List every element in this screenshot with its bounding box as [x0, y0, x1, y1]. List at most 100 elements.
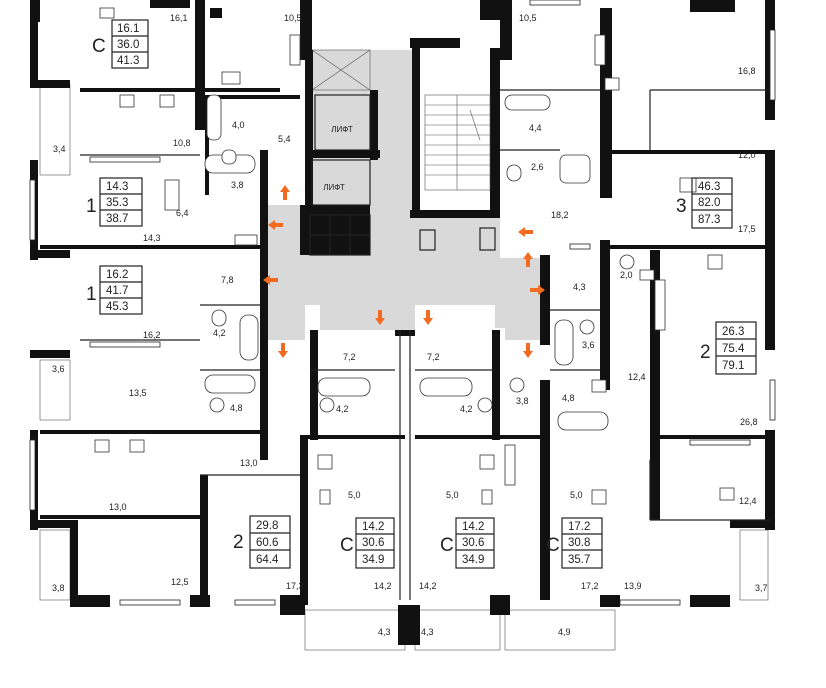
- room-area: 16,2: [143, 330, 161, 340]
- lift-shaft-1: ЛИФТ: [314, 94, 371, 151]
- arrow-left-icon: [518, 227, 533, 237]
- apartment-bc3-box[interactable]: С 17.2 30.8 35.7: [546, 517, 603, 569]
- room-area: 4,3: [421, 627, 434, 637]
- apartment-type: 1: [86, 196, 97, 217]
- room-area: 10,5: [519, 13, 537, 23]
- arrow-down-icon: [423, 310, 433, 325]
- room-area: 4,8: [562, 393, 575, 403]
- room-area: 5,0: [446, 490, 459, 500]
- room-area: 5,4: [278, 134, 291, 144]
- room-area: 18,2: [551, 210, 569, 220]
- room-area: 17,2: [581, 581, 599, 591]
- room-area: 10,8: [173, 138, 191, 148]
- room-area: 3,8: [516, 396, 529, 406]
- room-area: 5,0: [348, 490, 361, 500]
- arrow-down-icon: [523, 343, 533, 358]
- room-area: 5,0: [570, 490, 583, 500]
- lift-label-1: ЛИФТ: [331, 125, 353, 134]
- apartment-total-with-balcony: 41.3: [117, 55, 139, 67]
- room-area: 7,2: [427, 352, 440, 362]
- apartment-total-area: 30.6: [362, 537, 384, 549]
- apartment-bc1-box[interactable]: С 14.2 30.6 34.9: [340, 517, 395, 569]
- common-corridor: [265, 50, 550, 340]
- partitions: [80, 89, 770, 600]
- apartment-living-area: 26.3: [722, 326, 744, 338]
- room-area: 16,1: [170, 13, 188, 23]
- apartment-l1b-box[interactable]: 1 16.2 41.7 45.3: [86, 265, 143, 315]
- arrow-left-icon: [268, 220, 283, 230]
- apartment-total-area: 30.6: [462, 537, 484, 549]
- apartment-total-with-balcony: 45.3: [106, 301, 128, 313]
- apartment-type: С: [92, 36, 106, 57]
- arrow-down-icon: [278, 343, 288, 358]
- room-area: 3,6: [582, 340, 595, 350]
- room-area: 4,0: [232, 120, 245, 130]
- apartment-total-area: 41.7: [106, 285, 128, 297]
- room-area: 12,5: [171, 577, 189, 587]
- apartment-type: С: [440, 535, 454, 556]
- room-area: 4,2: [460, 404, 473, 414]
- apartment-total-area: 30.8: [568, 537, 590, 549]
- apartment-total-area: 75.4: [722, 343, 745, 355]
- room-area: 13,5: [129, 388, 147, 398]
- room-area: 3,7: [755, 583, 768, 593]
- room-area: 13,0: [109, 502, 127, 512]
- apartment-total-with-balcony: 35.7: [568, 554, 590, 566]
- room-area: 17,3: [286, 581, 304, 591]
- room-area: 4,3: [378, 627, 391, 637]
- room-area: 14,2: [374, 581, 392, 591]
- apartment-total-with-balcony: 34.9: [462, 554, 484, 566]
- shafts: [309, 214, 496, 256]
- room-area: 12,4: [628, 372, 646, 382]
- apartment-living-area: 14.2: [362, 521, 384, 533]
- room-area: 3,8: [231, 180, 244, 190]
- windows: [29, 0, 776, 606]
- apartment-bc2-box[interactable]: С 14.2 30.6 34.9: [440, 517, 495, 569]
- apartment-living-area: 14.3: [106, 181, 128, 193]
- room-area: 4,3: [573, 282, 586, 292]
- apartment-living-area: 16.2: [106, 269, 128, 281]
- arrow-up-icon: [523, 252, 533, 267]
- apartment-total-area: 36.0: [117, 39, 139, 51]
- room-area-labels: 16,1 10,5 10,5 16,8 4,0 5,4 3,4 10,8 3,8…: [52, 13, 768, 637]
- apartment-type: 2: [233, 532, 244, 553]
- room-area: 6,4: [176, 208, 189, 218]
- arrow-right-icon: [530, 285, 545, 295]
- room-area: 12,0: [738, 150, 756, 160]
- room-area: 13,0: [240, 458, 258, 468]
- apartment-total-area: 82.0: [698, 197, 720, 209]
- room-area: 13,9: [624, 581, 642, 591]
- stairwell: [420, 48, 491, 210]
- apartment-total-area: 60.6: [256, 537, 278, 549]
- room-area: 17,5: [738, 224, 756, 234]
- apartment-total-with-balcony: 64.4: [256, 554, 279, 566]
- entrance-arrows: [263, 185, 545, 358]
- bathroom-fixtures: [204, 94, 635, 431]
- room-area: 14,2: [419, 581, 437, 591]
- room-area: 3,6: [52, 364, 65, 374]
- apartment-r2-box[interactable]: 2 26.3 75.4 79.1: [700, 321, 757, 375]
- apartment-r3-box[interactable]: 3 46.3 82.0 87.3: [676, 177, 733, 229]
- room-area: 2,0: [620, 270, 633, 280]
- apartment-living-area: 29.8: [256, 520, 278, 532]
- apartment-l1a-box[interactable]: 1 14.3 35.3 38.7: [86, 177, 143, 227]
- arrow-down-icon: [375, 310, 385, 325]
- room-area: 16,8: [738, 66, 756, 76]
- apartment-total-area: 35.3: [106, 197, 128, 209]
- apartment-total-with-balcony: 38.7: [106, 213, 128, 225]
- apartment-total-with-balcony: 87.3: [698, 214, 720, 226]
- room-area: 4,4: [529, 123, 542, 133]
- apartment-tl-box[interactable]: С 16.1 36.0 41.3: [92, 19, 149, 69]
- room-area: 4,2: [336, 404, 349, 414]
- room-area: 7,2: [343, 352, 356, 362]
- room-area: 3,4: [53, 144, 66, 154]
- apartment-bl2-box[interactable]: 2 29.8 60.6 64.4: [233, 515, 291, 569]
- apartment-type: 3: [676, 196, 687, 217]
- room-area: 2,6: [531, 162, 544, 172]
- room-area: 3,8: [52, 583, 65, 593]
- arrow-left-icon: [263, 275, 278, 285]
- room-area: 12,4: [739, 496, 757, 506]
- room-area: 4,2: [213, 328, 226, 338]
- lift-shaft-2: ЛИФТ: [311, 159, 371, 206]
